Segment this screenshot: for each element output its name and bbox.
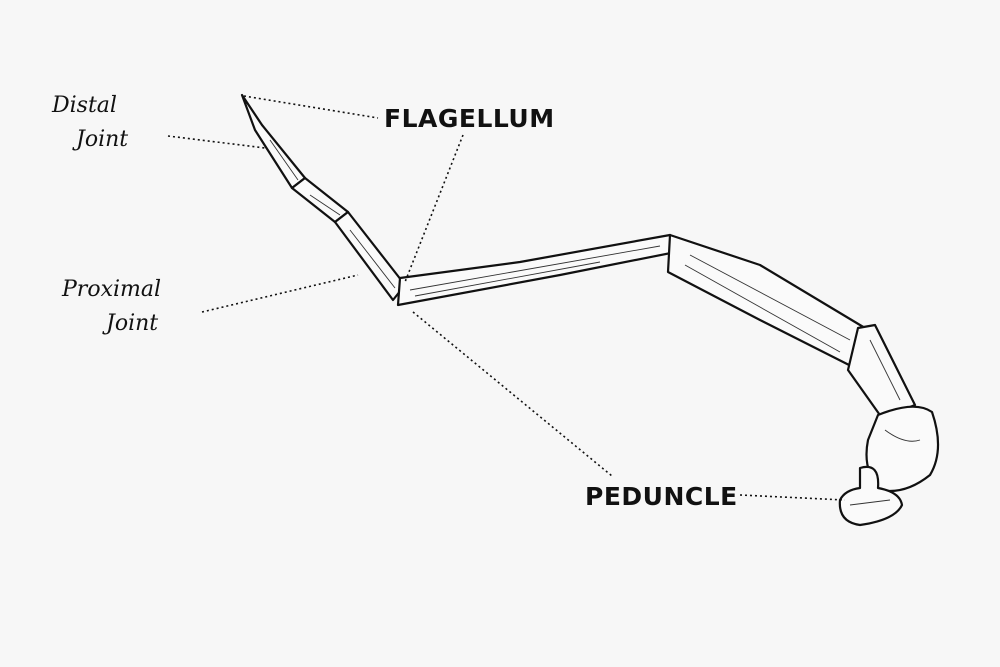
peduncle-segment-1 <box>666 233 867 370</box>
peduncle-label: PEDUNCLE <box>585 482 738 511</box>
peduncle-drawing <box>666 233 940 527</box>
leader-lines <box>167 95 846 501</box>
flagellum-middle-segment <box>290 176 350 224</box>
flagellum-distal-segment <box>240 93 307 190</box>
proximal-joint-label-line2: Joint <box>102 311 158 336</box>
flagellum-label: FLAGELLUM <box>384 104 555 133</box>
distal-joint-label-line2: Joint <box>72 127 128 152</box>
peduncle-segment-2 <box>846 323 917 420</box>
flagellum-drawing <box>240 93 678 307</box>
peduncle-base <box>838 465 904 527</box>
distal-joint-label-line1: Distal <box>51 93 117 118</box>
flagellum-long-segment <box>396 233 678 307</box>
proximal-joint-label-line1: Proximal <box>61 277 161 302</box>
